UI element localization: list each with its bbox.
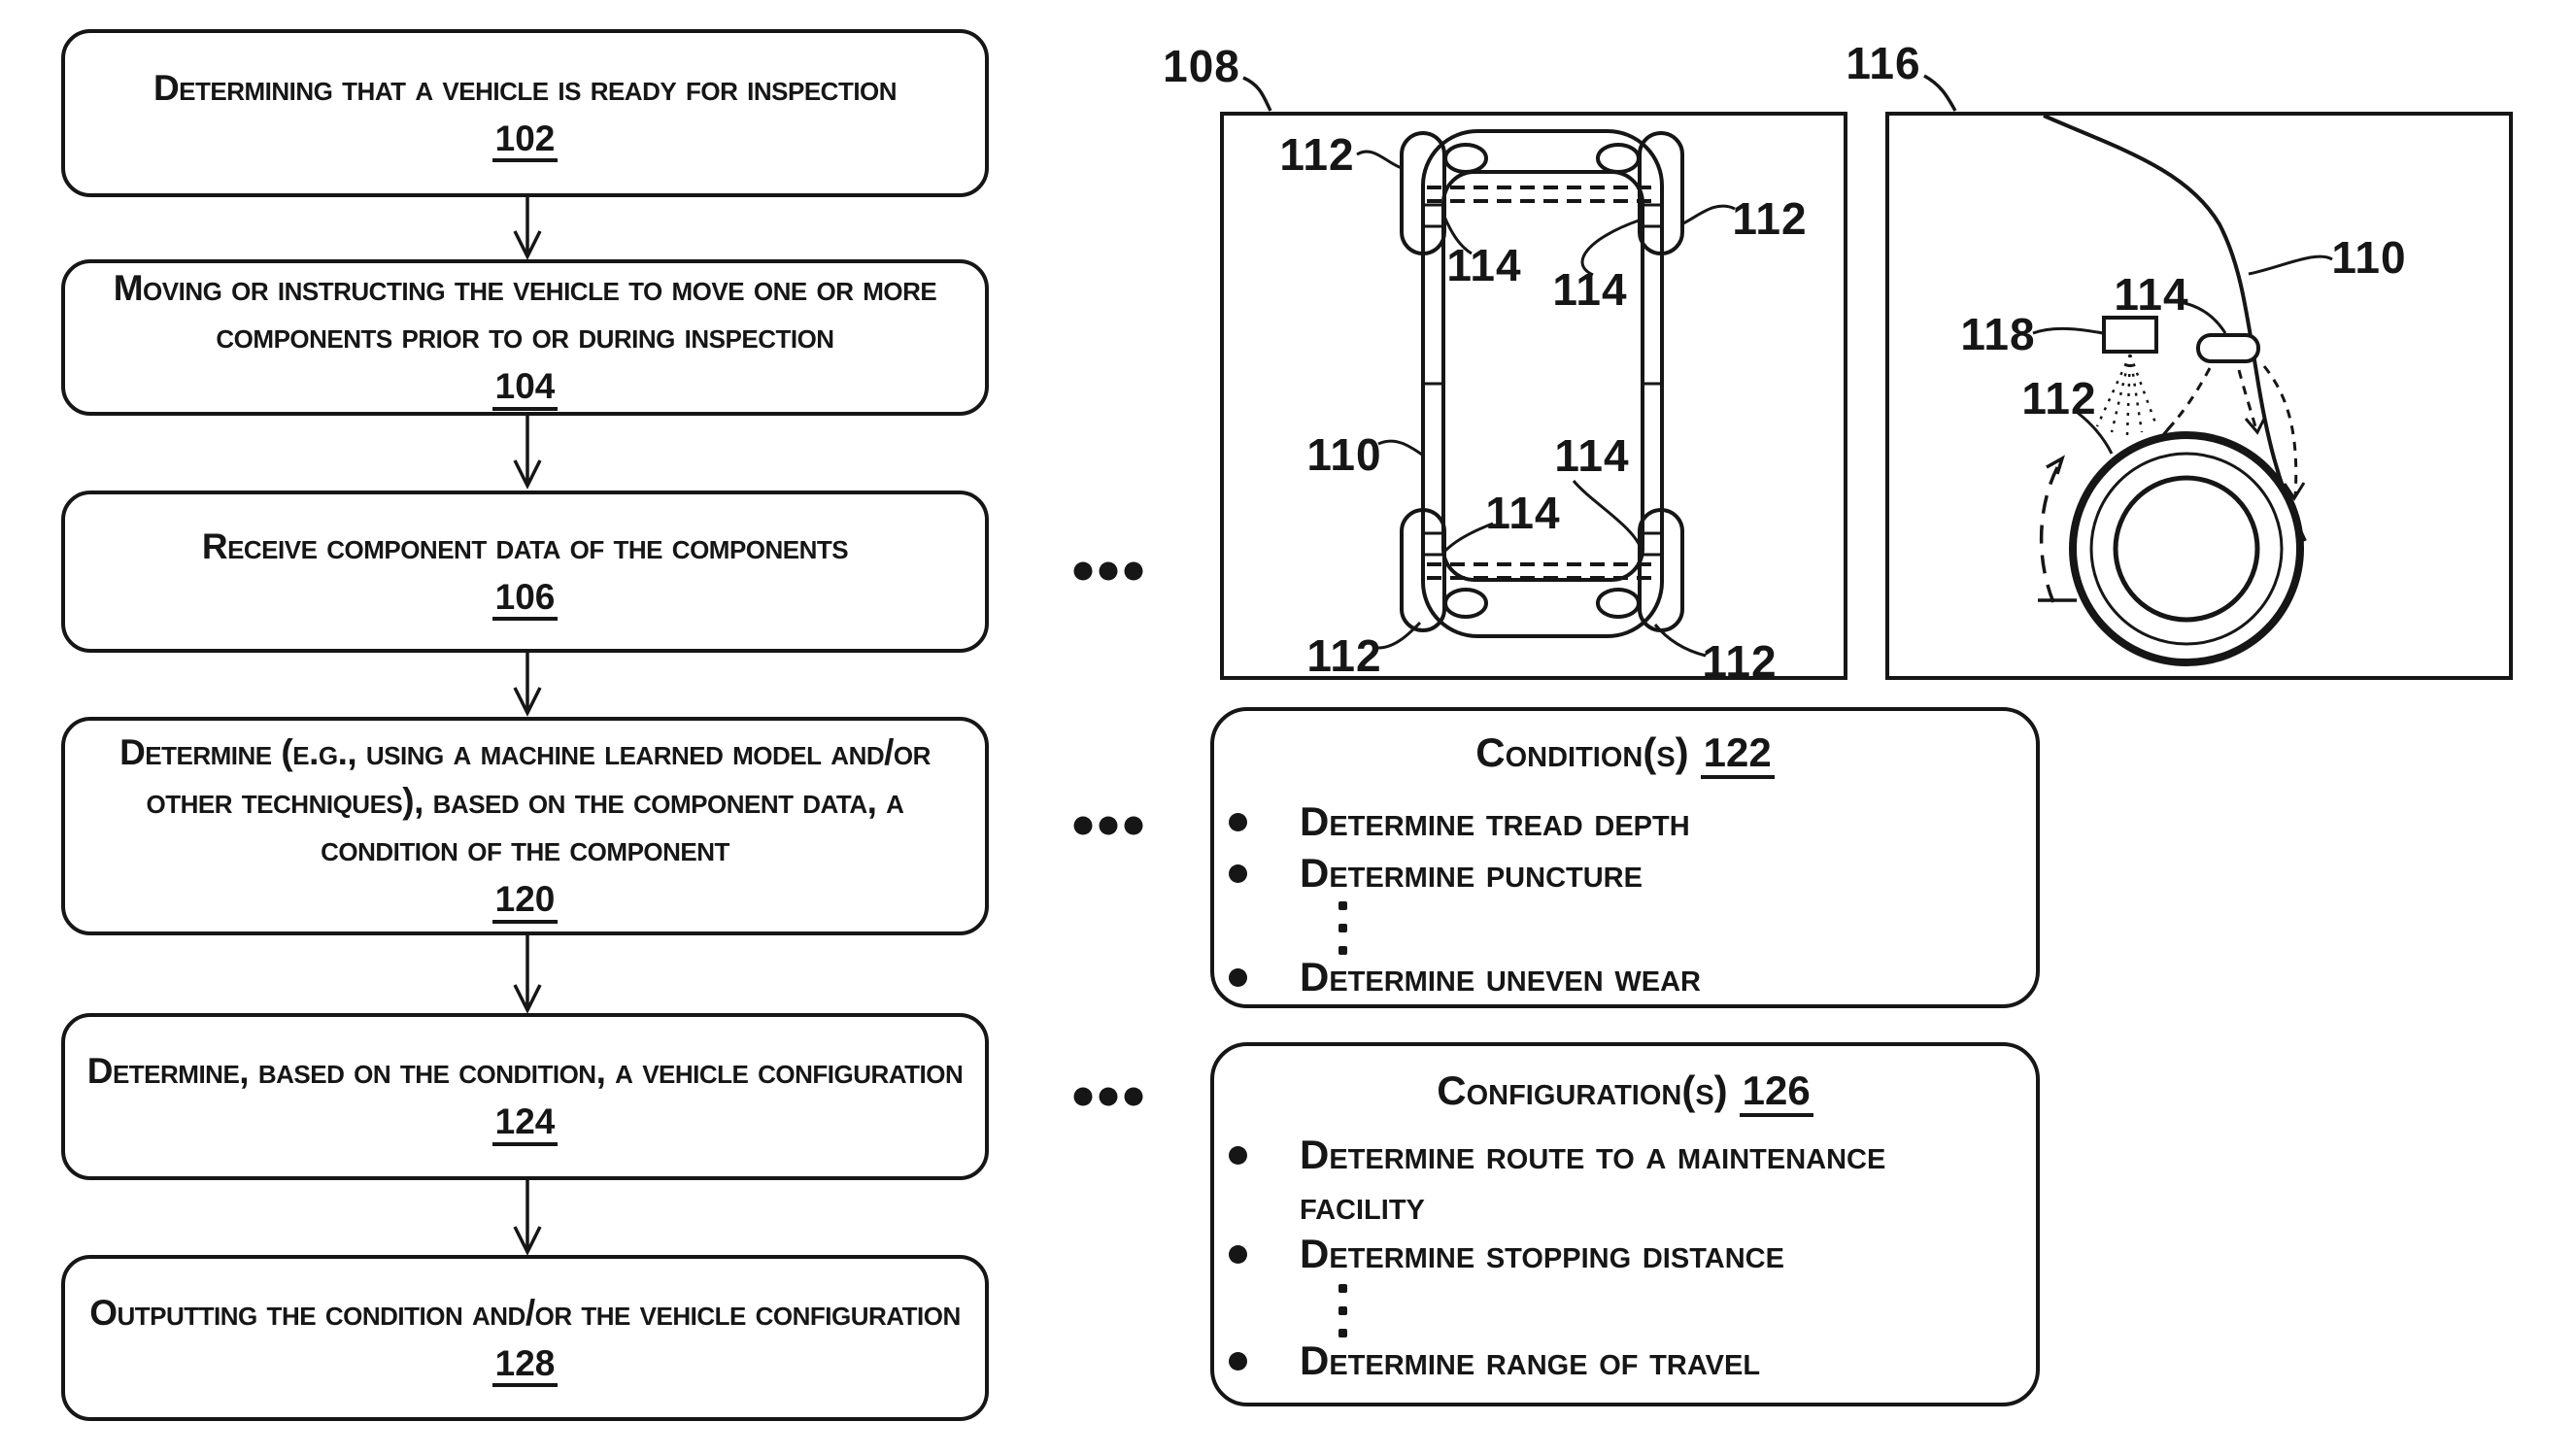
front-left-light-icon	[1443, 143, 1488, 174]
configuration-item: Determine route to a maintenance facilit…	[1229, 1130, 1980, 1231]
condition-item: Determine puncture	[1229, 848, 1643, 898]
vertical-ellipsis-icon	[1338, 901, 1347, 955]
flowchart-step-128: Outputting the condition and/or the vehi…	[61, 1255, 989, 1421]
flowchart-step-106: Receive component data of the components…	[61, 491, 989, 653]
conditions-panel: Condition(s)122 Determine tread depth De…	[1210, 707, 2040, 1008]
body-profile-curve	[2043, 114, 2307, 542]
arrow-124-128	[513, 1180, 542, 1256]
configuration-item: Determine stopping distance	[1229, 1229, 1784, 1279]
frame-108	[1220, 112, 1847, 680]
ref-108: 108	[1163, 41, 1240, 91]
bullet-icon	[1229, 1146, 1247, 1165]
flow-arrows	[513, 197, 542, 1256]
bullet-icon	[1229, 968, 1247, 987]
rear-right-light-icon	[1596, 588, 1641, 619]
emitter-icon	[2102, 316, 2158, 354]
flowchart-step-102: Determining that a vehicle is ready for …	[61, 29, 989, 197]
step-text: Determining that a vehicle is ready for …	[152, 67, 898, 108]
step-text: Determine (e.g., using a machine learned…	[119, 732, 931, 868]
label-112-front-right: 112	[1732, 193, 1808, 244]
panel-title-text: Configuration(s)	[1437, 1067, 1728, 1113]
configurations-panel-title: Configuration(s)126	[1214, 1067, 2036, 1118]
arrow-104-106	[513, 416, 542, 490]
flowchart-step-120: Determine (e.g., using a machine learned…	[61, 717, 989, 935]
bullet-icon	[1229, 864, 1247, 883]
condition-item: Determine tread depth	[1229, 796, 1690, 847]
vehicle-cabin-outline	[1441, 170, 1644, 582]
tire-outer	[2069, 431, 2304, 666]
frame-116	[1885, 112, 2513, 680]
step-text: Outputting the condition and/or the vehi…	[89, 1292, 961, 1333]
arrow-120-124	[513, 935, 542, 1014]
configurations-panel: Configuration(s)126 Determine route to a…	[1210, 1042, 2040, 1406]
vehicle-body-outline	[1421, 129, 1664, 638]
bullet-icon	[1229, 1245, 1247, 1264]
sensor-pill-icon	[2196, 333, 2260, 363]
rear-left-light-icon	[1443, 588, 1488, 619]
step-ref: 102	[491, 119, 559, 163]
label-112-side-view: 112	[2021, 373, 2097, 423]
front-right-light-icon	[1596, 143, 1641, 174]
pillar-sensor-ticks	[1423, 203, 1662, 557]
conditions-panel-title: Condition(s)122	[1214, 729, 2036, 780]
label-110-side-view: 110	[2331, 232, 2407, 283]
step-ref: 120	[491, 879, 559, 924]
ellipsis-connectors	[1073, 561, 1143, 1106]
vertical-ellipsis-icon	[1338, 1284, 1347, 1337]
vehicle-side-view-drawing	[1885, 112, 2513, 680]
tire-inner	[2089, 452, 2284, 646]
label-118-emitter: 118	[1960, 309, 2036, 359]
vehicle-top-view-drawing	[1220, 112, 1847, 680]
step-text: Determine, based on the condition, a veh…	[86, 1051, 964, 1092]
step-text: Moving or instructing the vehicle to mov…	[113, 268, 937, 356]
label-112-front-left: 112	[1279, 129, 1355, 180]
label-112-rear-right: 112	[1702, 636, 1778, 687]
panel-ref: 122	[1700, 729, 1775, 780]
label-112-rear-left: 112	[1306, 630, 1382, 681]
bullet-icon	[1229, 1352, 1247, 1371]
flowchart-step-124: Determine, based on the condition, a veh…	[61, 1013, 989, 1180]
leader-lines-116	[2032, 254, 2333, 455]
ref-116: 116	[1846, 38, 1921, 88]
step-ref: 128	[491, 1343, 559, 1388]
label-114-rear-right: 114	[1554, 430, 1630, 481]
step-text: Receive component data of the components	[201, 525, 849, 566]
arrow-106-120	[513, 653, 542, 717]
condition-item: Determine uneven wear	[1229, 952, 1701, 1002]
label-114-front-right: 114	[1552, 264, 1628, 315]
configuration-item: Determine range of travel	[1229, 1336, 1760, 1386]
rotation-arc	[2038, 455, 2077, 603]
panel-title-text: Condition(s)	[1475, 729, 1689, 775]
label-114-rear-left: 114	[1485, 488, 1561, 538]
label-114-side-view: 114	[2114, 269, 2189, 320]
leader-lines-108	[1356, 150, 1736, 658]
panel-ref: 126	[1739, 1067, 1813, 1118]
step-ref: 124	[491, 1101, 559, 1146]
label-114-front-left: 114	[1446, 240, 1522, 290]
label-110-top-view: 110	[1306, 429, 1382, 480]
sensing-arcs	[2159, 365, 2306, 501]
step-ref: 104	[491, 366, 559, 411]
arrow-102-104	[513, 197, 542, 260]
emitter-rays	[2095, 354, 2158, 436]
flowchart-step-104: Moving or instructing the vehicle to mov…	[61, 259, 989, 416]
bullet-icon	[1229, 813, 1247, 831]
step-ref: 106	[491, 577, 559, 622]
rim	[2113, 475, 2260, 623]
frame-ref-leaders	[1242, 74, 1957, 112]
